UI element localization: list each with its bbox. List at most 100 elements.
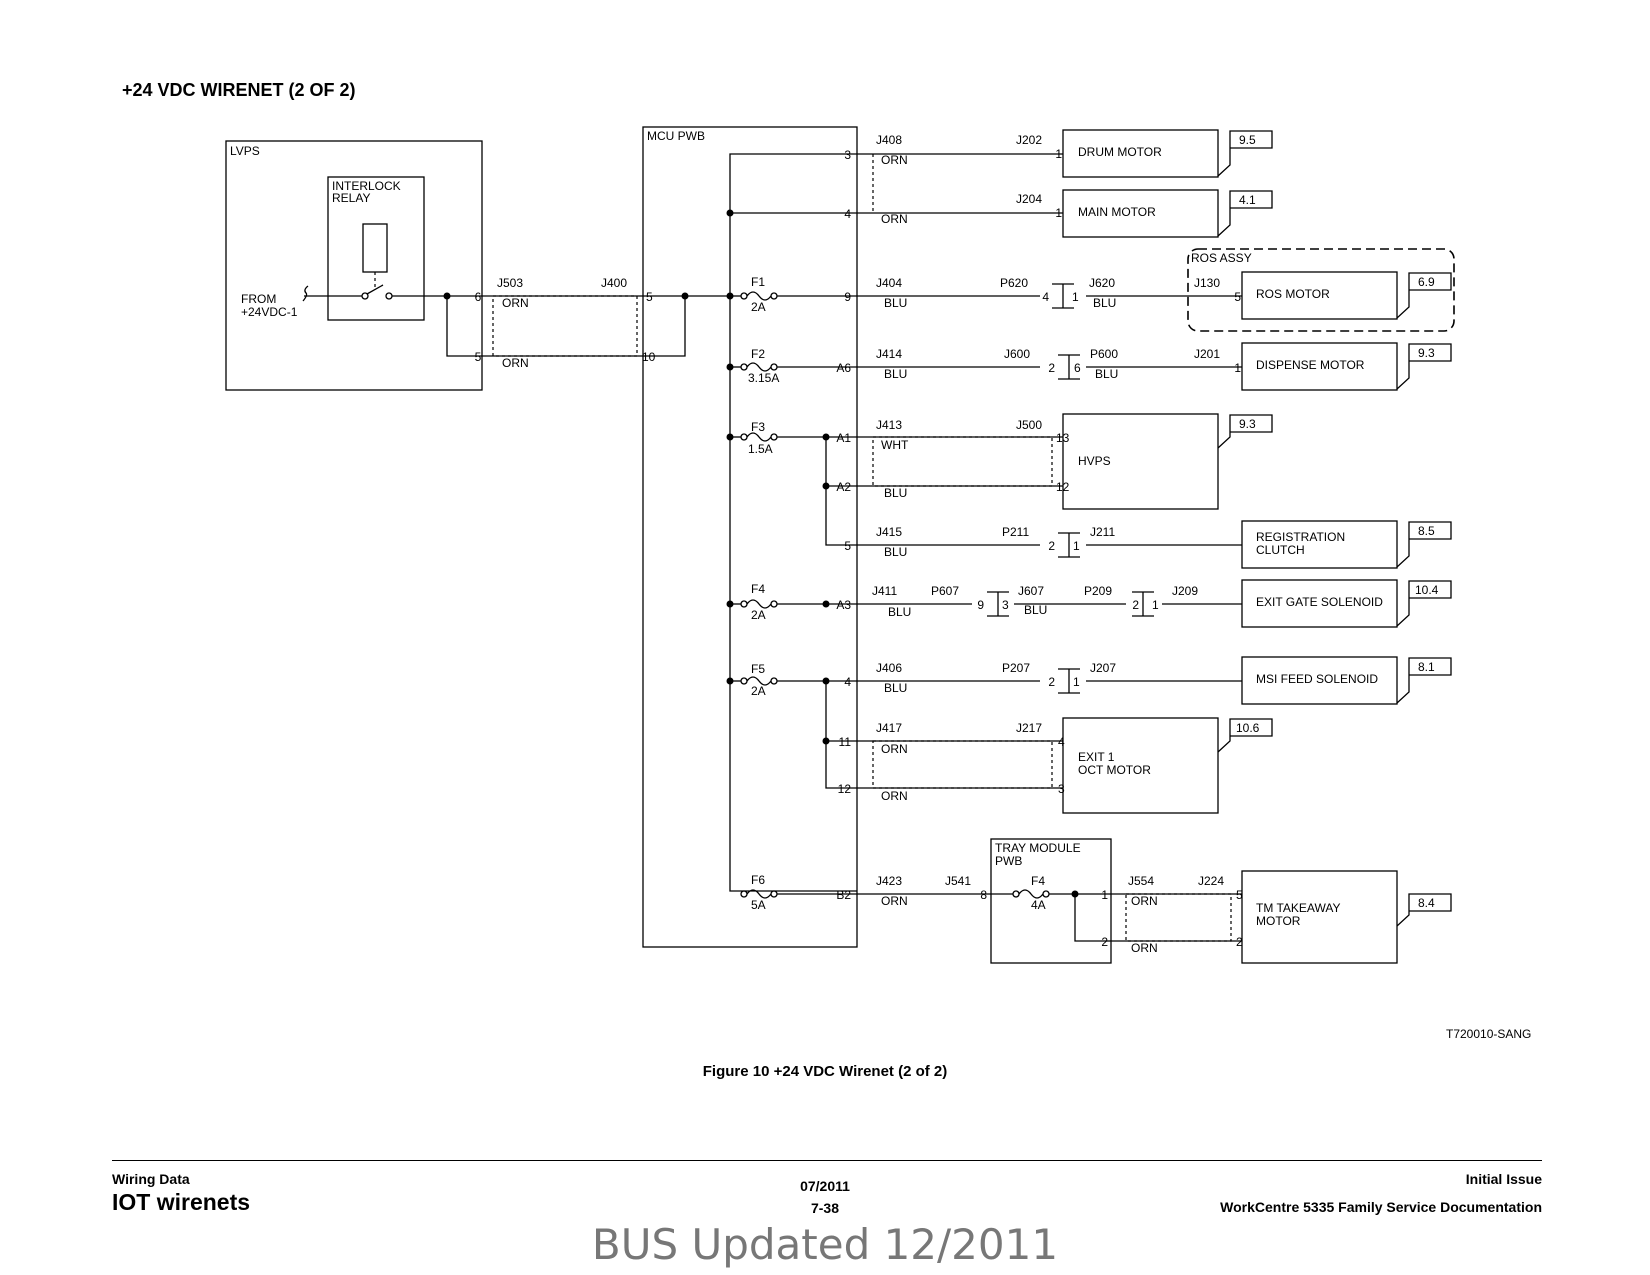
fuse-f5: F5 2A — [726, 662, 857, 698]
pin-label: 4 — [844, 675, 851, 689]
wire-color: BLU — [884, 486, 907, 500]
pin-label: 5 — [844, 539, 851, 553]
wire-color: WHT — [881, 438, 909, 452]
main-motor-box — [1062, 189, 1219, 238]
reference-label: 10.4 — [1415, 583, 1439, 597]
device-label: HVPS — [1078, 454, 1111, 468]
connector-label: J414 — [876, 347, 902, 361]
exit-gate-solenoid-box — [1241, 579, 1398, 628]
lvps-label: LVPS — [230, 144, 260, 158]
connector-label: J404 — [876, 276, 902, 290]
device-label: REGISTRATION — [1256, 530, 1345, 544]
device-label: TM TAKEAWAY — [1256, 901, 1340, 915]
wire-color: ORN — [881, 894, 908, 908]
pin-label: 4 — [1058, 735, 1065, 749]
pin-label: 1 — [1101, 888, 1108, 902]
reference-label: 9.3 — [1239, 417, 1256, 431]
wire-color: ORN — [1131, 894, 1158, 908]
connector-label: J406 — [876, 661, 902, 675]
fuse-rating: 4A — [1031, 898, 1046, 912]
pin-label: 1 — [1073, 675, 1080, 689]
wire-color: BLU — [884, 545, 907, 559]
connector-label: J217 — [1016, 721, 1042, 735]
interlock-relay-box — [327, 176, 425, 321]
connector-label: J607 — [1018, 584, 1044, 598]
fuse-f4: F4 2A — [726, 582, 857, 622]
footer-section: Wiring Data — [112, 1171, 190, 1187]
pin-label: 2 — [1048, 539, 1055, 553]
wire-color: ORN — [1131, 941, 1158, 955]
connector-label: J202 — [1016, 133, 1042, 147]
pin-label: 2 — [1101, 935, 1108, 949]
connector-label: J224 — [1198, 874, 1224, 888]
wire-color: BLU — [884, 681, 907, 695]
fuse-icon — [746, 362, 772, 372]
reference-label: 9.5 — [1239, 133, 1256, 147]
fuse-name: F3 — [751, 420, 765, 434]
device-label: EXIT 1 — [1078, 750, 1115, 764]
reference-label: 6.9 — [1418, 275, 1435, 289]
pin-label: 3 — [1058, 782, 1065, 796]
fuse-f3: F3 1.5A — [726, 420, 857, 456]
hvps-box — [1062, 413, 1219, 510]
connector-icon — [1052, 283, 1074, 309]
wire-color: ORN — [881, 789, 908, 803]
fuse-rating: 2A — [751, 684, 766, 698]
from-label-1: FROM — [241, 292, 276, 306]
device-label: OCT MOTOR — [1078, 763, 1151, 777]
switch-blade-icon — [366, 284, 384, 295]
pin-label: 5 — [1236, 888, 1243, 902]
pin-label: 2 — [1132, 598, 1139, 612]
device-label: MSI FEED SOLENOID — [1256, 672, 1378, 686]
pin-label: 1 — [1055, 147, 1062, 161]
device-label: MAIN MOTOR — [1078, 205, 1156, 219]
fuse-name: F4 — [1031, 874, 1045, 888]
wire-color: BLU — [884, 367, 907, 381]
reference-label: 8.4 — [1418, 896, 1435, 910]
connector-label: J209 — [1172, 584, 1198, 598]
fuse-name: F5 — [751, 662, 765, 676]
connector-icon — [1058, 354, 1080, 380]
fuse-name: F2 — [751, 347, 765, 361]
fuse-icon — [1018, 889, 1044, 899]
j503-j400-harness — [492, 295, 638, 357]
connector-label: P600 — [1090, 347, 1118, 361]
connector-label: J417 — [876, 721, 902, 735]
wire-color: BLU — [1095, 367, 1118, 381]
drawing-id: T720010-SANG — [1446, 1027, 1532, 1041]
device-label: DISPENSE MOTOR — [1256, 358, 1365, 372]
connector-label: J620 — [1089, 276, 1115, 290]
fuse-name: F6 — [751, 873, 765, 887]
connector-icon — [1058, 532, 1080, 558]
connector-label: J500 — [1016, 418, 1042, 432]
connector-label: J423 — [876, 874, 902, 888]
pin-label: 12 — [838, 782, 852, 796]
ros-assy-label: ROS ASSY — [1191, 251, 1252, 265]
pin-label: A2 — [836, 480, 851, 494]
wire-color: BLU — [888, 605, 911, 619]
connector-label: J411 — [872, 584, 897, 598]
connector-label: J413 — [876, 418, 902, 432]
connector-label: J130 — [1194, 276, 1220, 290]
wire-color: BLU — [1024, 603, 1047, 617]
fuse-icon — [746, 676, 772, 686]
pin-label: A3 — [836, 598, 851, 612]
j417-j217-harness — [872, 740, 1053, 789]
pin-label: 8 — [980, 888, 987, 902]
fuse-rating: 2A — [751, 608, 766, 622]
pin-label: 1 — [1073, 539, 1080, 553]
tray-label-1: TRAY MODULE — [995, 841, 1081, 855]
relay-coil-icon — [362, 223, 388, 273]
fuse-icon — [746, 291, 772, 301]
wire-color: ORN — [502, 296, 529, 310]
mcu-pin-5: 5 — [646, 290, 653, 304]
relay-label-1: INTERLOCK — [332, 179, 401, 193]
connector-icon — [987, 591, 1009, 617]
fuse-icon — [746, 432, 772, 442]
reference-label: 9.3 — [1418, 346, 1435, 360]
footer-date: 07/2011 — [800, 1178, 850, 1194]
pin-label: A1 — [836, 431, 851, 445]
pin-label: 1 — [1072, 290, 1079, 304]
mcu-pwb-box — [642, 126, 858, 948]
